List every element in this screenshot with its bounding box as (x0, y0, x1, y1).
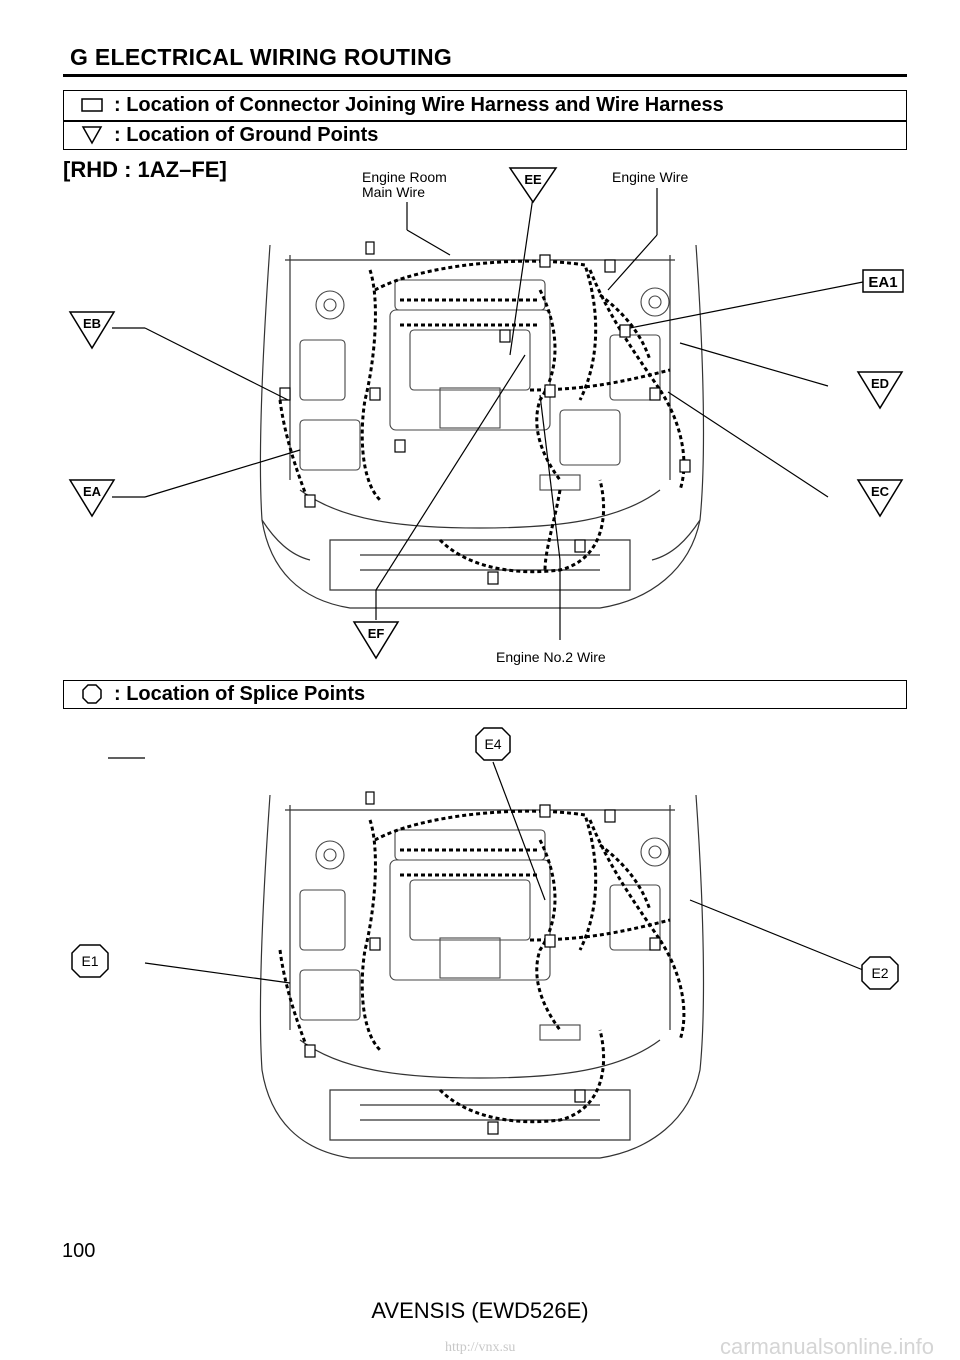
legend-ground-text: : Location of Ground Points (114, 123, 379, 146)
connector-blocks (279, 241, 691, 585)
connector-ec: EC (856, 479, 904, 518)
wire-harness (278, 259, 686, 574)
wire-harness-bottom (278, 809, 686, 1124)
legend-splice-text: : Location of Splice Points (114, 682, 366, 705)
legend-splice-row: : Location of Splice Points (70, 680, 906, 708)
connector-ea: EA (68, 479, 116, 518)
svg-text:E1: E1 (81, 953, 98, 969)
splice-octagon-icon (70, 684, 114, 704)
connector-eb: EB (68, 311, 116, 350)
site-watermark[interactable]: carmanualsonline.info (720, 1334, 935, 1359)
legend-connector-row: : Location of Connector Joining Wire Har… (70, 91, 906, 119)
svg-text:EC: EC (871, 484, 890, 499)
engine-room-main-wire-label-2: Main Wire (362, 184, 425, 200)
svg-text:EB: EB (83, 316, 101, 331)
legend-divider (63, 120, 907, 122)
model-footer: AVENSIS (EWD526E) (371, 1298, 589, 1323)
variant-label: [RHD : 1AZ–FE] (63, 157, 227, 182)
svg-text:E2: E2 (871, 965, 888, 981)
engine-bay-diagram-top: Engine Room Main Wire Engine Wire Engine… (68, 167, 904, 665)
svg-text:EF: EF (368, 626, 385, 641)
svg-text:EA: EA (83, 484, 102, 499)
connector-ed: ED (856, 371, 904, 410)
splice-e1: E1 (71, 944, 109, 978)
ground-triangle-icon (70, 125, 114, 145)
legend-connector-text: : Location of Connector Joining Wire Har… (114, 93, 724, 116)
leader-lines-bottom (108, 757, 864, 984)
svg-text:ED: ED (871, 376, 889, 391)
engine-no2-wire-label: Engine No.2 Wire (496, 649, 606, 665)
engine-room-main-wire-label-1: Engine Room (362, 169, 447, 185)
splice-e2: E2 (861, 956, 899, 990)
connector-ef: EF (352, 621, 400, 660)
leader-lines (112, 188, 864, 640)
section-title: G ELECTRICAL WIRING ROUTING (70, 44, 453, 70)
connector-rect-icon (70, 98, 114, 112)
page-number: 100 (62, 1240, 96, 1262)
connector-ea1: EA1 (862, 269, 904, 293)
engine-wire-label: Engine Wire (612, 169, 688, 185)
header-rule (63, 74, 907, 77)
connector-blocks-bottom (304, 791, 661, 1135)
watermark-link[interactable]: http://vnx.su (445, 1340, 516, 1355)
legend-ground-row: : Location of Ground Points (70, 121, 906, 149)
connector-ee: EE (508, 167, 558, 204)
splice-legend-box (63, 680, 907, 709)
engine-block (299, 279, 670, 491)
splice-e4: E4 (475, 727, 511, 761)
engine-bay-diagram-bottom: E4 E1 E2 (71, 727, 899, 1159)
svg-text:EA1: EA1 (868, 274, 897, 291)
engine-block-bottom (299, 829, 670, 1041)
svg-text:EE: EE (524, 172, 542, 187)
svg-text:E4: E4 (484, 736, 501, 752)
